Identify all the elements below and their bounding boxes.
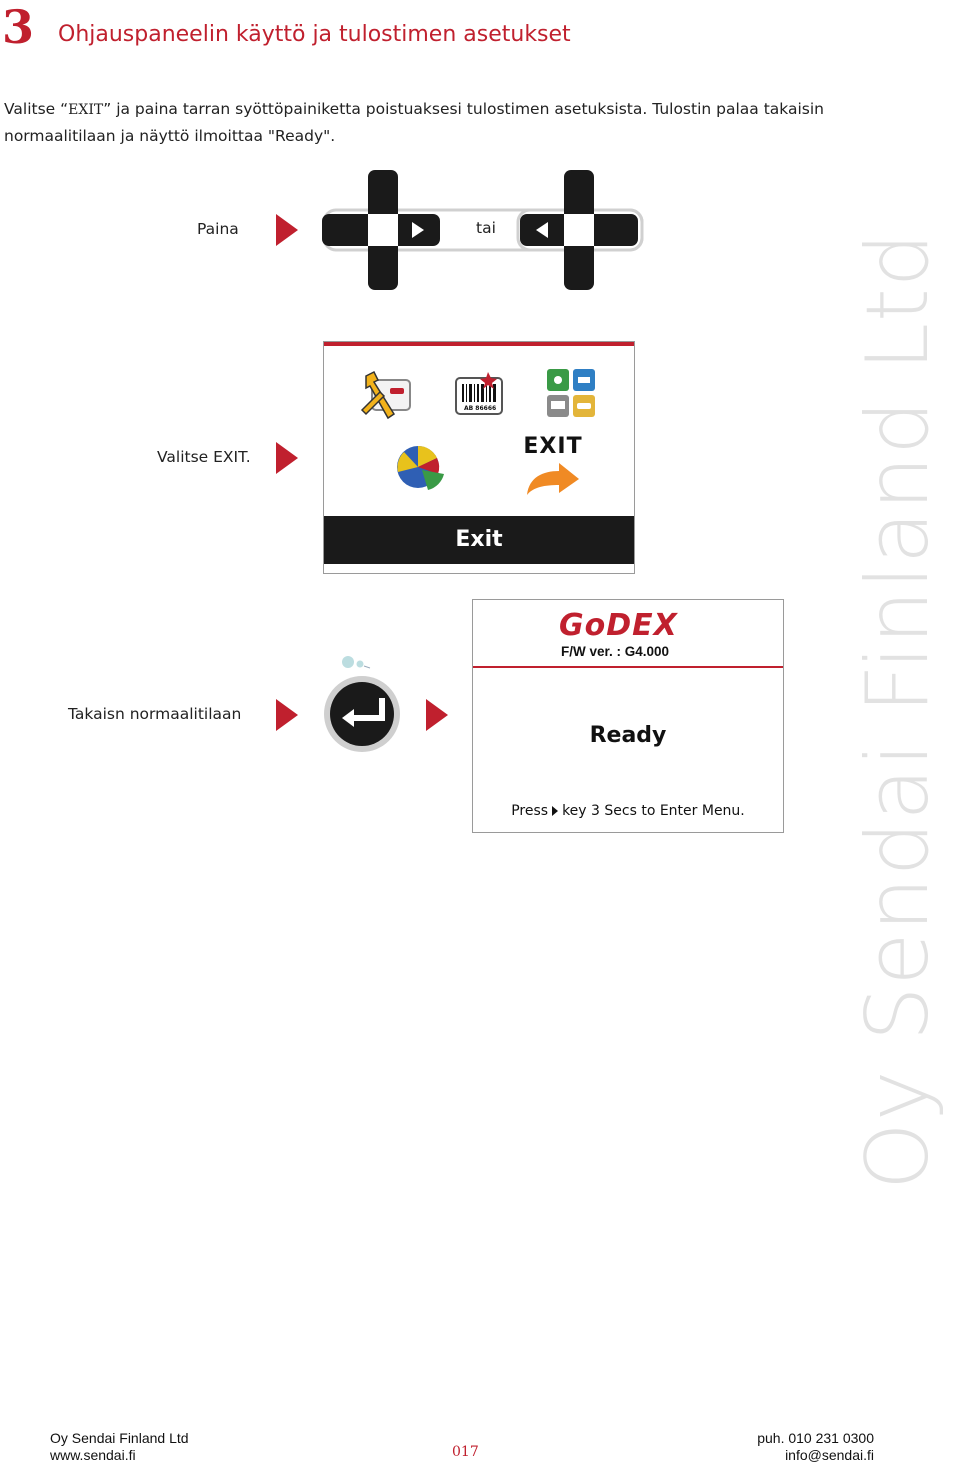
step-arrow-icon <box>276 442 298 474</box>
dpad-right-icon <box>322 170 644 290</box>
setup-tools-icon[interactable] <box>360 370 416 424</box>
enter-key-icon <box>324 656 400 752</box>
firmware-version: F/W ver. : G4.000 <box>561 644 670 659</box>
return-label: Takaisn normaalitilaan <box>68 705 242 723</box>
ready-screen: GoDEX F/W ver. : G4.000 Ready Press key 3… <box>472 599 784 833</box>
or-label: tai <box>476 219 496 237</box>
menu-hint-end: key 3 Secs to Enter Menu. <box>562 803 745 819</box>
step-arrow-icon <box>276 214 298 246</box>
page-number: 017 <box>452 1444 479 1460</box>
chapter-title: Ohjauspaneelin käyttö ja tulostimen aset… <box>58 22 571 47</box>
exit-arrow-icon <box>527 463 579 495</box>
pie-chart-icon[interactable] <box>394 442 446 496</box>
godex-logo: GoDEX <box>559 608 678 643</box>
intro-paragraph: Valitse “EXIT” ja paina tarran syöttöpai… <box>4 96 834 149</box>
menu-hint: Press key 3 Secs to Enter Menu. <box>473 803 783 819</box>
ready-status: Ready <box>589 723 667 748</box>
menu-screen: AB 86666 EXIT Exit <box>323 341 635 574</box>
interface-grid-icon[interactable] <box>546 368 596 422</box>
right-key-icon <box>552 806 559 816</box>
step-arrow-icon <box>276 699 298 731</box>
step-arrow-icon <box>426 699 448 731</box>
exit-icon-label: EXIT <box>523 434 583 459</box>
press-label: Paina <box>197 220 239 238</box>
footer-company: Oy Sendai Finland Ltd <box>50 1430 189 1446</box>
footer-left: Oy Sendai Finland Ltd www.sendai.fi <box>50 1430 189 1464</box>
barcode-label-icon[interactable]: AB 86666 <box>454 372 506 420</box>
watermark: Oy Sendai Finland Ltd <box>848 231 948 1190</box>
chapter-number: 3 <box>2 0 35 54</box>
ready-divider <box>473 666 783 668</box>
select-exit-label: Valitse EXIT. <box>157 448 251 466</box>
exit-option[interactable]: EXIT <box>508 434 598 503</box>
selected-option-bar: Exit <box>324 516 634 564</box>
footer-email: info@sendai.fi <box>785 1447 874 1463</box>
dpad-right-button[interactable] <box>318 168 648 294</box>
footer-website: www.sendai.fi <box>50 1447 136 1463</box>
dpad-left-icon <box>516 170 644 290</box>
dpad-left-button[interactable] <box>514 168 646 294</box>
menu-hint-start: Press <box>511 803 549 819</box>
svg-text:AB 86666: AB 86666 <box>464 405 496 412</box>
intro-exit-word: EXIT <box>68 102 104 118</box>
intro-text-start: Valitse “ <box>4 100 69 118</box>
footer-right: puh. 010 231 0300 info@sendai.fi <box>740 1430 874 1464</box>
intro-text-rest: ” ja paina tarran syöttöpainiketta poist… <box>4 100 824 145</box>
footer-phone: puh. 010 231 0300 <box>757 1430 874 1446</box>
menu-top-line <box>324 342 634 346</box>
enter-button[interactable] <box>320 652 404 754</box>
